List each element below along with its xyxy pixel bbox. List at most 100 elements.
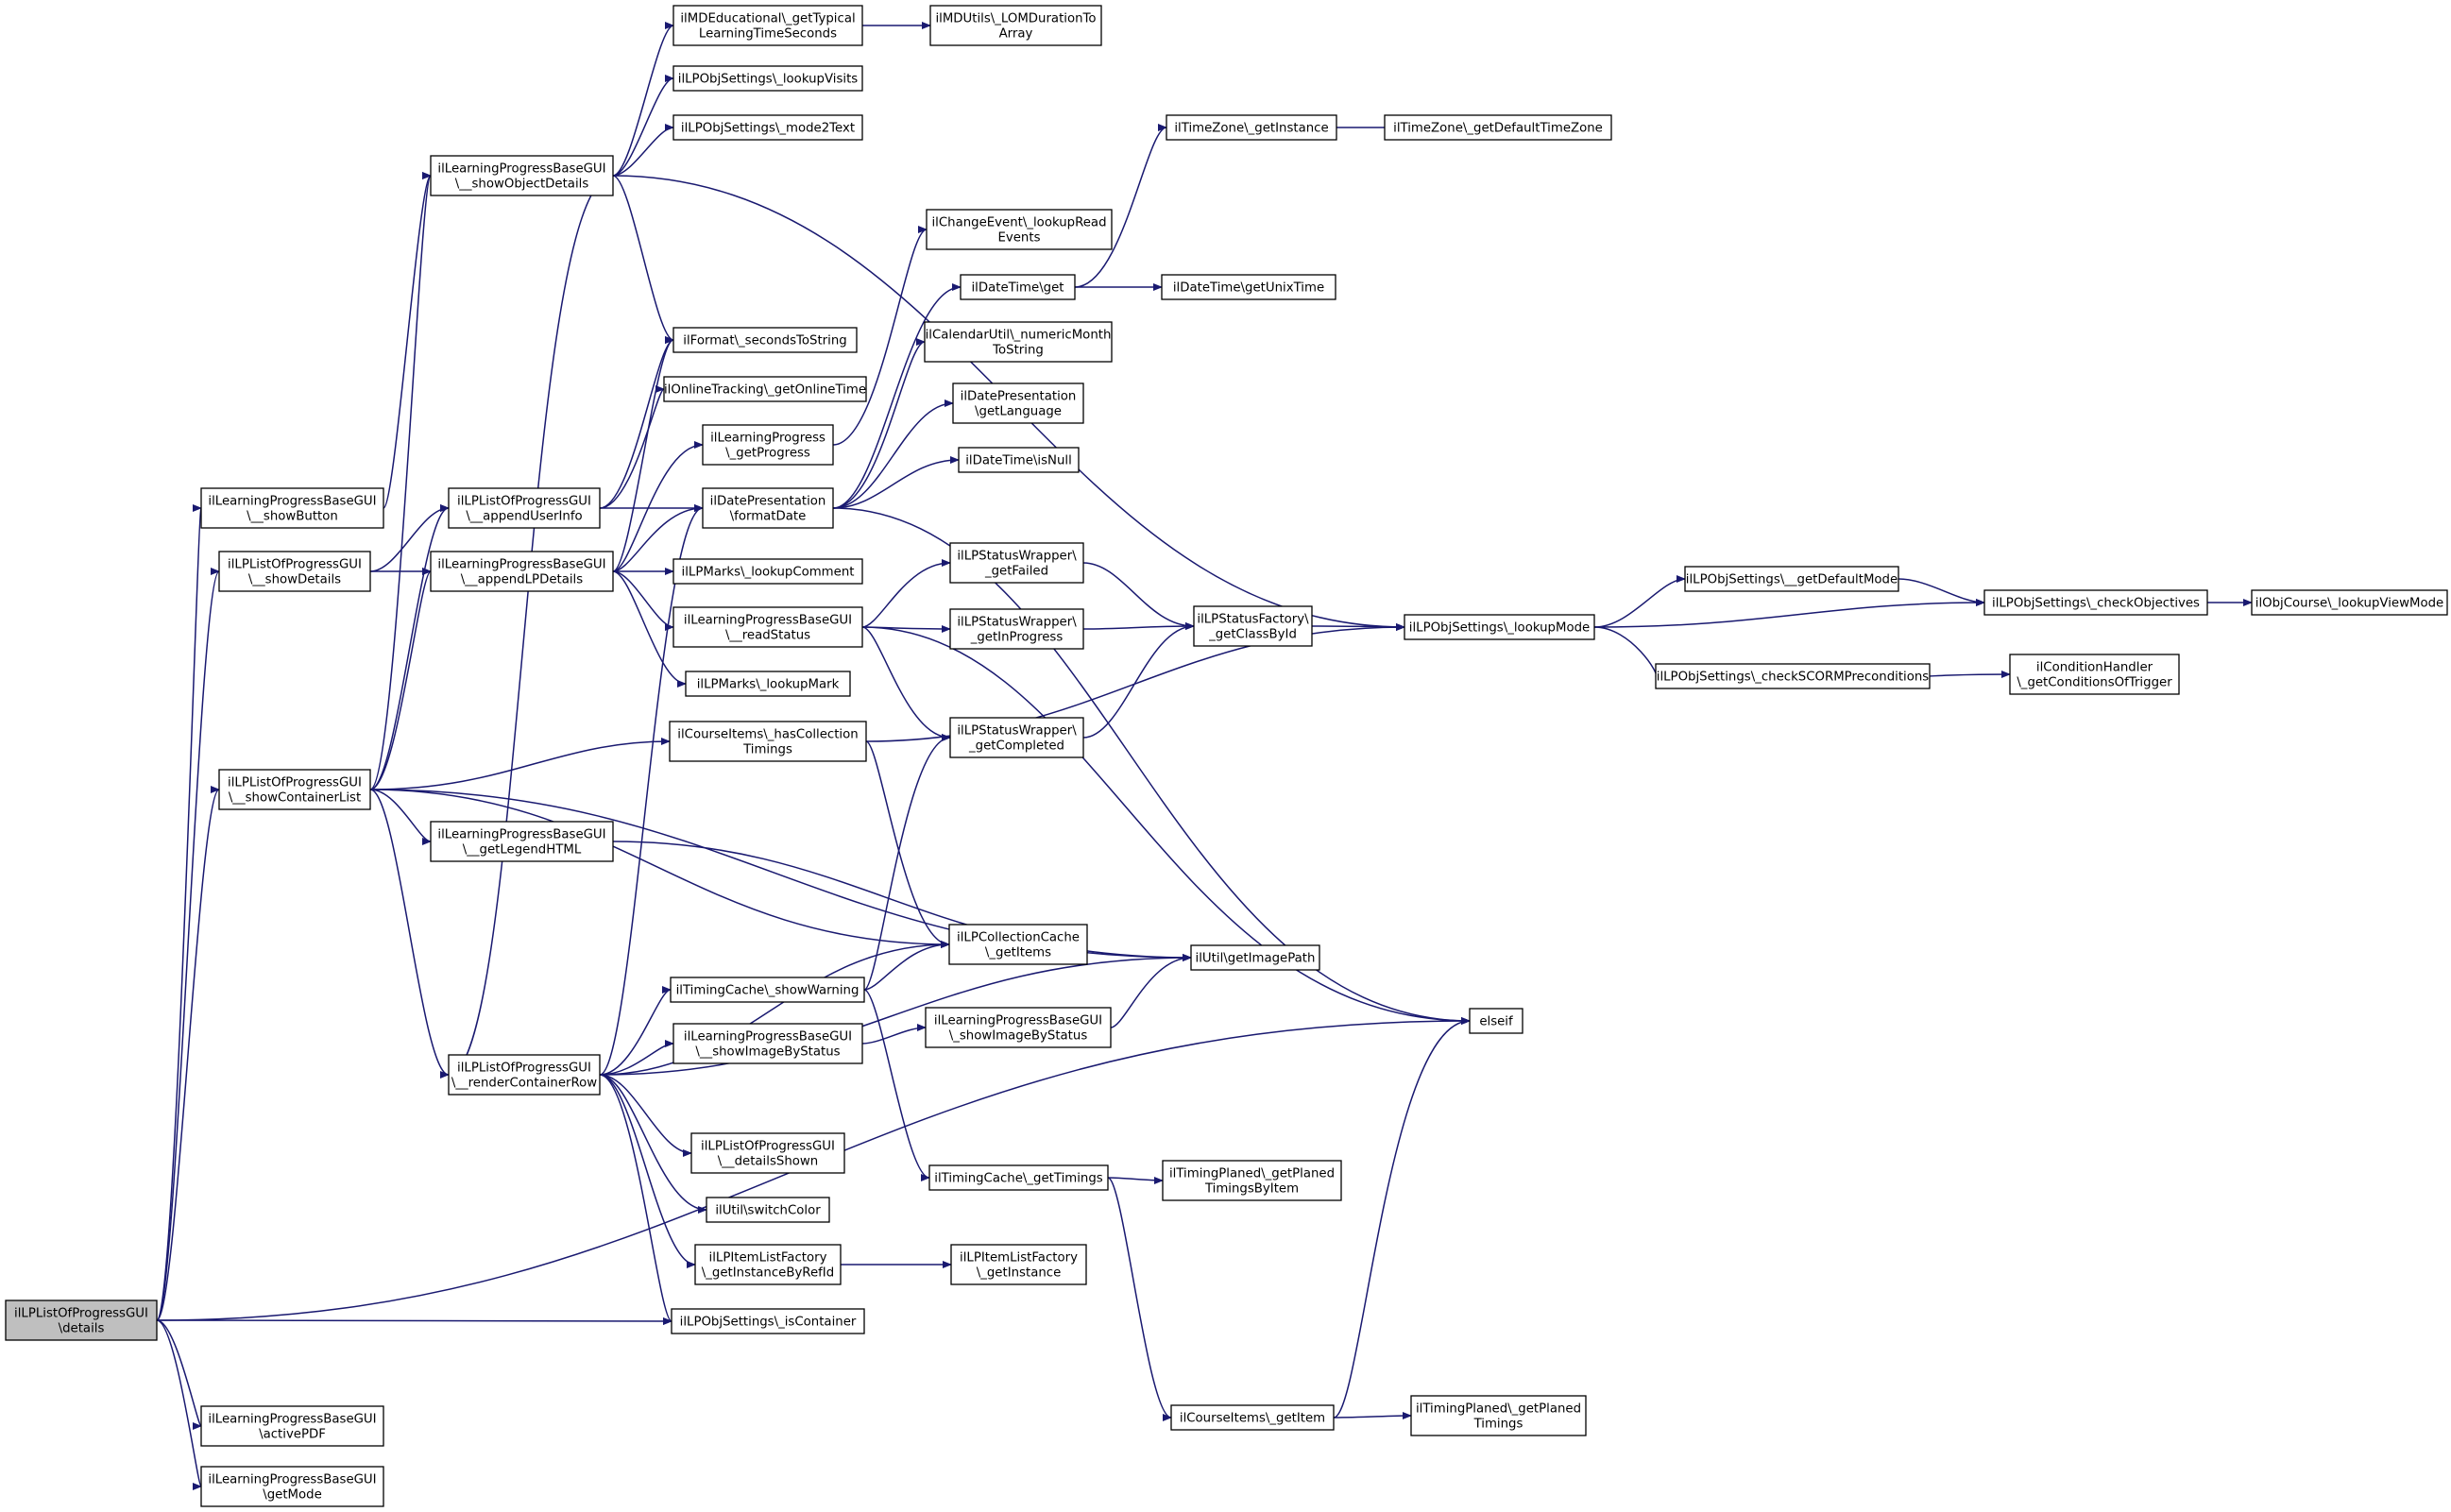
node-box[interactable] xyxy=(670,977,865,1003)
node-box[interactable] xyxy=(1655,663,1931,689)
node-readStatus[interactable]: ilLearningProgressBaseGUI\__readStatus xyxy=(672,606,863,648)
node-box[interactable] xyxy=(926,209,1113,250)
node-box[interactable] xyxy=(1162,1160,1342,1201)
node-box[interactable] xyxy=(671,1308,865,1334)
node-renderContainerRow[interactable]: ilLPListOfProgressGUI\__renderContainerR… xyxy=(448,1054,601,1096)
node-timingShowWarning[interactable]: ilTimingCache\_showWarning xyxy=(670,977,865,1003)
node-box[interactable] xyxy=(1983,589,2208,616)
node-getDefaultTimeZone[interactable]: ilTimeZone\_getDefaultTimeZone xyxy=(1384,114,1612,141)
node-getCompleted[interactable]: ilLPStatusWrapper\_getCompleted xyxy=(949,717,1084,758)
node-appendLPDetails[interactable]: ilLearningProgressBaseGUI\__appendLPDeta… xyxy=(430,551,614,592)
node-box[interactable] xyxy=(200,1405,384,1447)
node-showObjectDetails[interactable]: ilLearningProgressBaseGUI\__showObjectDe… xyxy=(430,155,614,196)
node-box[interactable] xyxy=(672,114,863,141)
node-box[interactable] xyxy=(950,1244,1087,1285)
node-getTypicalLearningTime[interactable]: ilMDEducational\_getTypicalLearningTimeS… xyxy=(672,5,863,46)
node-box[interactable] xyxy=(663,376,867,402)
node-lookupMode[interactable]: ilLPObjSettings\_lookupMode xyxy=(1404,614,1595,640)
node-box[interactable] xyxy=(672,558,863,585)
node-box[interactable] xyxy=(1193,605,1313,647)
node-box[interactable] xyxy=(949,542,1084,584)
node-box[interactable] xyxy=(218,551,371,592)
node-box[interactable] xyxy=(706,1197,830,1223)
node-box[interactable] xyxy=(1384,114,1612,141)
node-box[interactable] xyxy=(672,1023,863,1064)
node-box[interactable] xyxy=(430,821,614,862)
node-formatDate[interactable]: ilDatePresentation\formatDate xyxy=(702,487,834,529)
node-secondsToString[interactable]: ilFormat\_secondsToString xyxy=(672,327,858,353)
node-isContainer[interactable]: ilLPObjSettings\_isContainer xyxy=(671,1308,865,1334)
node-lookupViewMode[interactable]: ilObjCourse\_lookupViewMode xyxy=(2251,589,2448,616)
node-checkObjectives[interactable]: ilLPObjSettings\_checkObjectives xyxy=(1983,589,2208,616)
node-box[interactable] xyxy=(929,5,1102,46)
node-getMode[interactable]: ilLearningProgressBaseGUI\getMode xyxy=(200,1466,384,1507)
node-showDetails[interactable]: ilLPListOfProgressGUI\__showDetails xyxy=(218,551,371,592)
node-box[interactable] xyxy=(5,1300,158,1341)
node-box[interactable] xyxy=(672,5,863,46)
node-getInstance[interactable]: ilLPItemListFactory\_getInstance xyxy=(950,1244,1087,1285)
node-elseif[interactable]: elseif xyxy=(1469,1008,1523,1034)
node-getConditionsOfTrigger[interactable]: ilConditionHandler\_getConditionsOfTrigg… xyxy=(2009,654,2180,695)
node-box[interactable] xyxy=(1161,274,1336,300)
node-lookupVisits[interactable]: ilLPObjSettings\_lookupVisits xyxy=(672,65,863,92)
node-getOnlineTime[interactable]: ilOnlineTracking\_getOnlineTime xyxy=(663,376,867,402)
node-lookupMark[interactable]: ilLPMarks\_lookupMark xyxy=(685,671,851,697)
node-box[interactable] xyxy=(952,382,1084,424)
node-collectionGetItems[interactable]: ilLPCollectionCache\_getItems xyxy=(948,924,1088,965)
node-showImageByStatus[interactable]: ilLearningProgressBaseGUI\_showImageBySt… xyxy=(925,1007,1112,1048)
node-box[interactable] xyxy=(2251,589,2448,616)
node-box[interactable] xyxy=(448,487,601,529)
node-isNull[interactable]: ilDateTime\isNull xyxy=(958,447,1080,473)
node-switchColor[interactable]: ilUtil\switchColor xyxy=(706,1197,830,1223)
node-box[interactable] xyxy=(672,65,863,92)
node-box[interactable] xyxy=(685,671,851,697)
node-box[interactable] xyxy=(669,721,867,762)
node-box[interactable] xyxy=(200,1466,384,1507)
node-box[interactable] xyxy=(694,1244,842,1285)
node-box[interactable] xyxy=(924,321,1113,363)
node-box[interactable] xyxy=(430,551,614,592)
node-getLegendHTML[interactable]: ilLearningProgressBaseGUI\__getLegendHTM… xyxy=(430,821,614,862)
node-box[interactable] xyxy=(702,487,834,529)
node-getTimings[interactable]: ilTimingCache\_getTimings xyxy=(928,1164,1109,1191)
node-box[interactable] xyxy=(702,424,834,466)
node-getInProgress[interactable]: ilLPStatusWrapper\_getInProgress xyxy=(949,608,1084,650)
node-box[interactable] xyxy=(448,1054,601,1096)
node-getImagePath[interactable]: ilUtil\getImagePath xyxy=(1190,944,1320,971)
node-getLanguage[interactable]: ilDatePresentation\getLanguage xyxy=(952,382,1084,424)
node-showContainerList[interactable]: ilLPListOfProgressGUI\__showContainerLis… xyxy=(218,769,371,810)
node-box[interactable] xyxy=(928,1164,1109,1191)
node-box[interactable] xyxy=(925,1007,1112,1048)
node-getFailed[interactable]: ilLPStatusWrapper\_getFailed xyxy=(949,542,1084,584)
node-getInstanceByRefId[interactable]: ilLPItemListFactory\_getInstanceByRefId xyxy=(694,1244,842,1285)
node-box[interactable] xyxy=(1404,614,1595,640)
node-tzGetInstance[interactable]: ilTimeZone\_getInstance xyxy=(1166,114,1337,141)
node-mode2Text[interactable]: ilLPObjSettings\_mode2Text xyxy=(672,114,863,141)
node-checkSCORM[interactable]: ilLPObjSettings\_checkSCORMPreconditions xyxy=(1655,663,1931,689)
node-details[interactable]: ilLPListOfProgressGUI\details xyxy=(5,1300,158,1341)
node-detailsShown[interactable]: ilLPListOfProgressGUI\__detailsShown xyxy=(690,1132,845,1174)
node-box[interactable] xyxy=(1684,566,1899,592)
node-box[interactable] xyxy=(672,327,858,353)
node-box[interactable] xyxy=(948,924,1088,965)
node-box[interactable] xyxy=(430,155,614,196)
node-getDefaultMode[interactable]: ilLPObjSettings\__getDefaultMode xyxy=(1684,566,1899,592)
node-box[interactable] xyxy=(949,608,1084,650)
node-activePDF[interactable]: ilLearningProgressBaseGUI\activePDF xyxy=(200,1405,384,1447)
node-box[interactable] xyxy=(218,769,371,810)
node-box[interactable] xyxy=(958,447,1080,473)
node-box[interactable] xyxy=(949,717,1084,758)
node-getProgress[interactable]: ilLearningProgress\_getProgress xyxy=(702,424,834,466)
node-box[interactable] xyxy=(1190,944,1320,971)
node-showImageByStatusPriv[interactable]: ilLearningProgressBaseGUI\__showImageByS… xyxy=(672,1023,863,1064)
node-getClassById[interactable]: ilLPStatusFactory\_getClassById xyxy=(1193,605,1313,647)
node-lookupComment[interactable]: ilLPMarks\_lookupComment xyxy=(672,558,863,585)
node-box[interactable] xyxy=(1469,1008,1523,1034)
node-box[interactable] xyxy=(672,606,863,648)
node-box[interactable] xyxy=(1166,114,1337,141)
